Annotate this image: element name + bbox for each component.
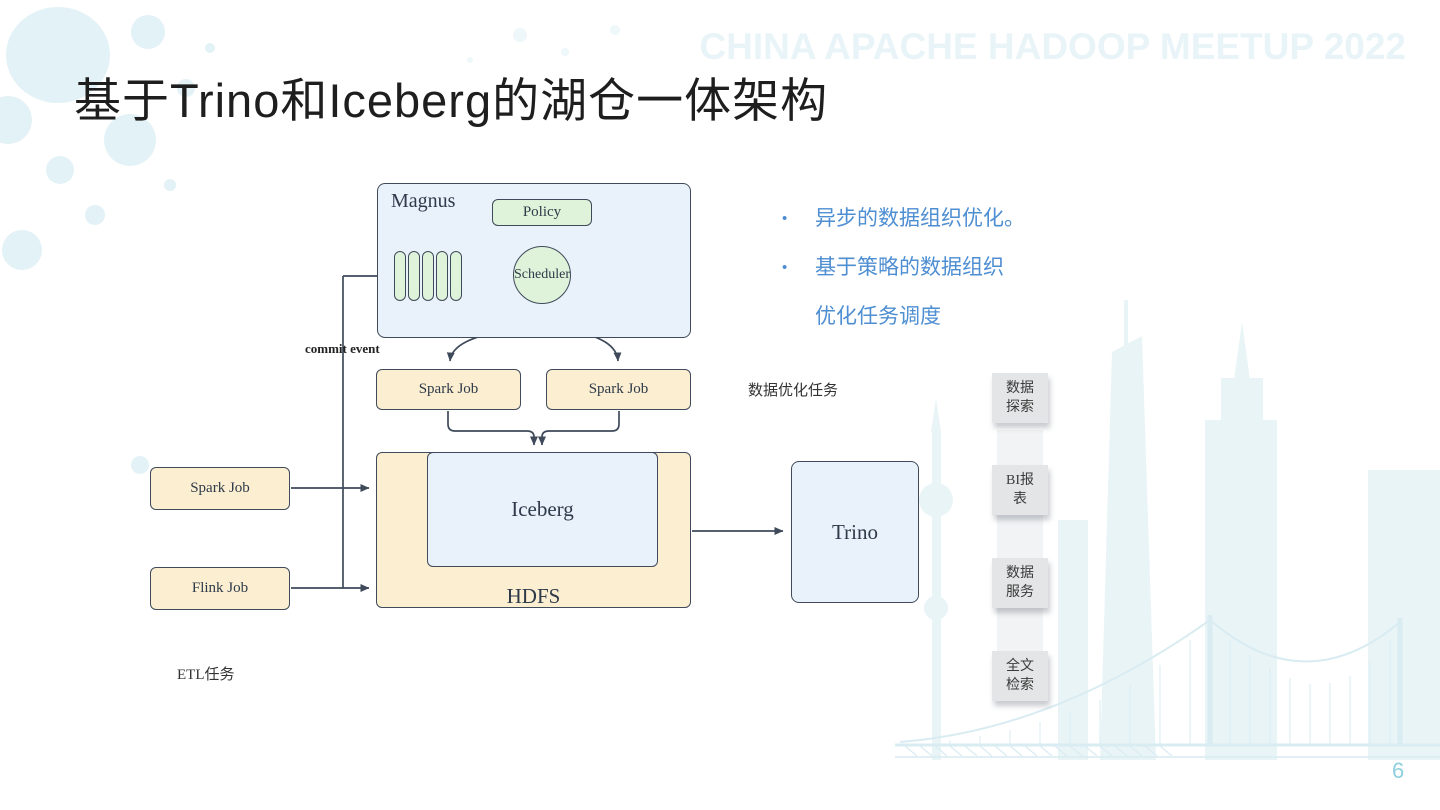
page-title: 基于Trino和Iceberg的湖仓一体架构 <box>74 74 829 127</box>
queue-bar <box>450 251 462 301</box>
service-label-line: 服务 <box>1006 585 1034 600</box>
sparkjob-left-to-hdfs-arrow <box>447 411 538 446</box>
event-queue <box>394 251 462 301</box>
service-box-data-service: 数据 服务 <box>992 558 1048 608</box>
service-label-line: 数据 <box>1006 566 1034 581</box>
etl-spark-job-box: Spark Job <box>150 467 290 510</box>
bullet-text: 基于策略的数据组织 <box>815 256 1004 279</box>
bullet-icon: • <box>782 259 788 276</box>
service-label-line: 表 <box>1013 492 1027 507</box>
bullet-list: • 异步的数据组织优化。 • 基于策略的数据组织 优化任务调度 <box>782 194 1122 341</box>
service-label-line: BI报 <box>1006 473 1034 488</box>
trino-box: Trino <box>791 461 919 603</box>
queue-bar <box>436 251 448 301</box>
bridge-decoration <box>895 615 1440 758</box>
service-connector <box>997 430 1043 465</box>
etl-tasks-caption: ETL任务 <box>177 667 235 683</box>
bullet-text: 异步的数据组织优化。 <box>815 207 1025 230</box>
service-label-line: 检索 <box>1006 678 1034 693</box>
service-connector <box>997 608 1043 651</box>
bullet-item: • 基于策略的数据组织 优化任务调度 <box>782 243 1122 341</box>
ink-dots-decoration <box>467 25 620 63</box>
optimize-tasks-caption: 数据优化任务 <box>748 383 839 399</box>
service-label-line: 数据 <box>1006 381 1034 396</box>
page-number: 6 <box>1392 758 1405 783</box>
event-watermark: CHINA APACHE HADOOP MEETUP 2022 <box>699 26 1406 67</box>
bullet-item: • 异步的数据组织优化。 <box>782 194 1122 243</box>
service-box-bi-report: BI报 表 <box>992 465 1048 515</box>
queue-bar <box>408 251 420 301</box>
sparkjob-right-to-hdfs-arrow <box>538 411 620 446</box>
magnus-label: Magnus <box>391 190 456 212</box>
service-connector <box>997 515 1043 558</box>
service-box-fulltext-search: 全文 检索 <box>992 651 1048 701</box>
bullet-icon: • <box>782 210 788 227</box>
scheduler-circle: Scheduler <box>513 246 571 304</box>
commit-event-label: commit event <box>305 341 380 356</box>
optimize-spark-job-left-box: Spark Job <box>376 369 521 410</box>
iceberg-box: Iceberg <box>427 452 658 567</box>
service-box-data-exploration: 数据 探索 <box>992 373 1048 423</box>
service-label-line: 探索 <box>1006 400 1034 415</box>
hdfs-label: HDFS <box>506 584 561 608</box>
flink-job-box: Flink Job <box>150 567 290 610</box>
policy-box: Policy <box>492 199 592 226</box>
queue-bar <box>394 251 406 301</box>
service-label-line: 全文 <box>1006 659 1034 674</box>
bullet-text: 优化任务调度 <box>815 305 941 328</box>
queue-bar <box>422 251 434 301</box>
optimize-spark-job-right-box: Spark Job <box>546 369 691 410</box>
